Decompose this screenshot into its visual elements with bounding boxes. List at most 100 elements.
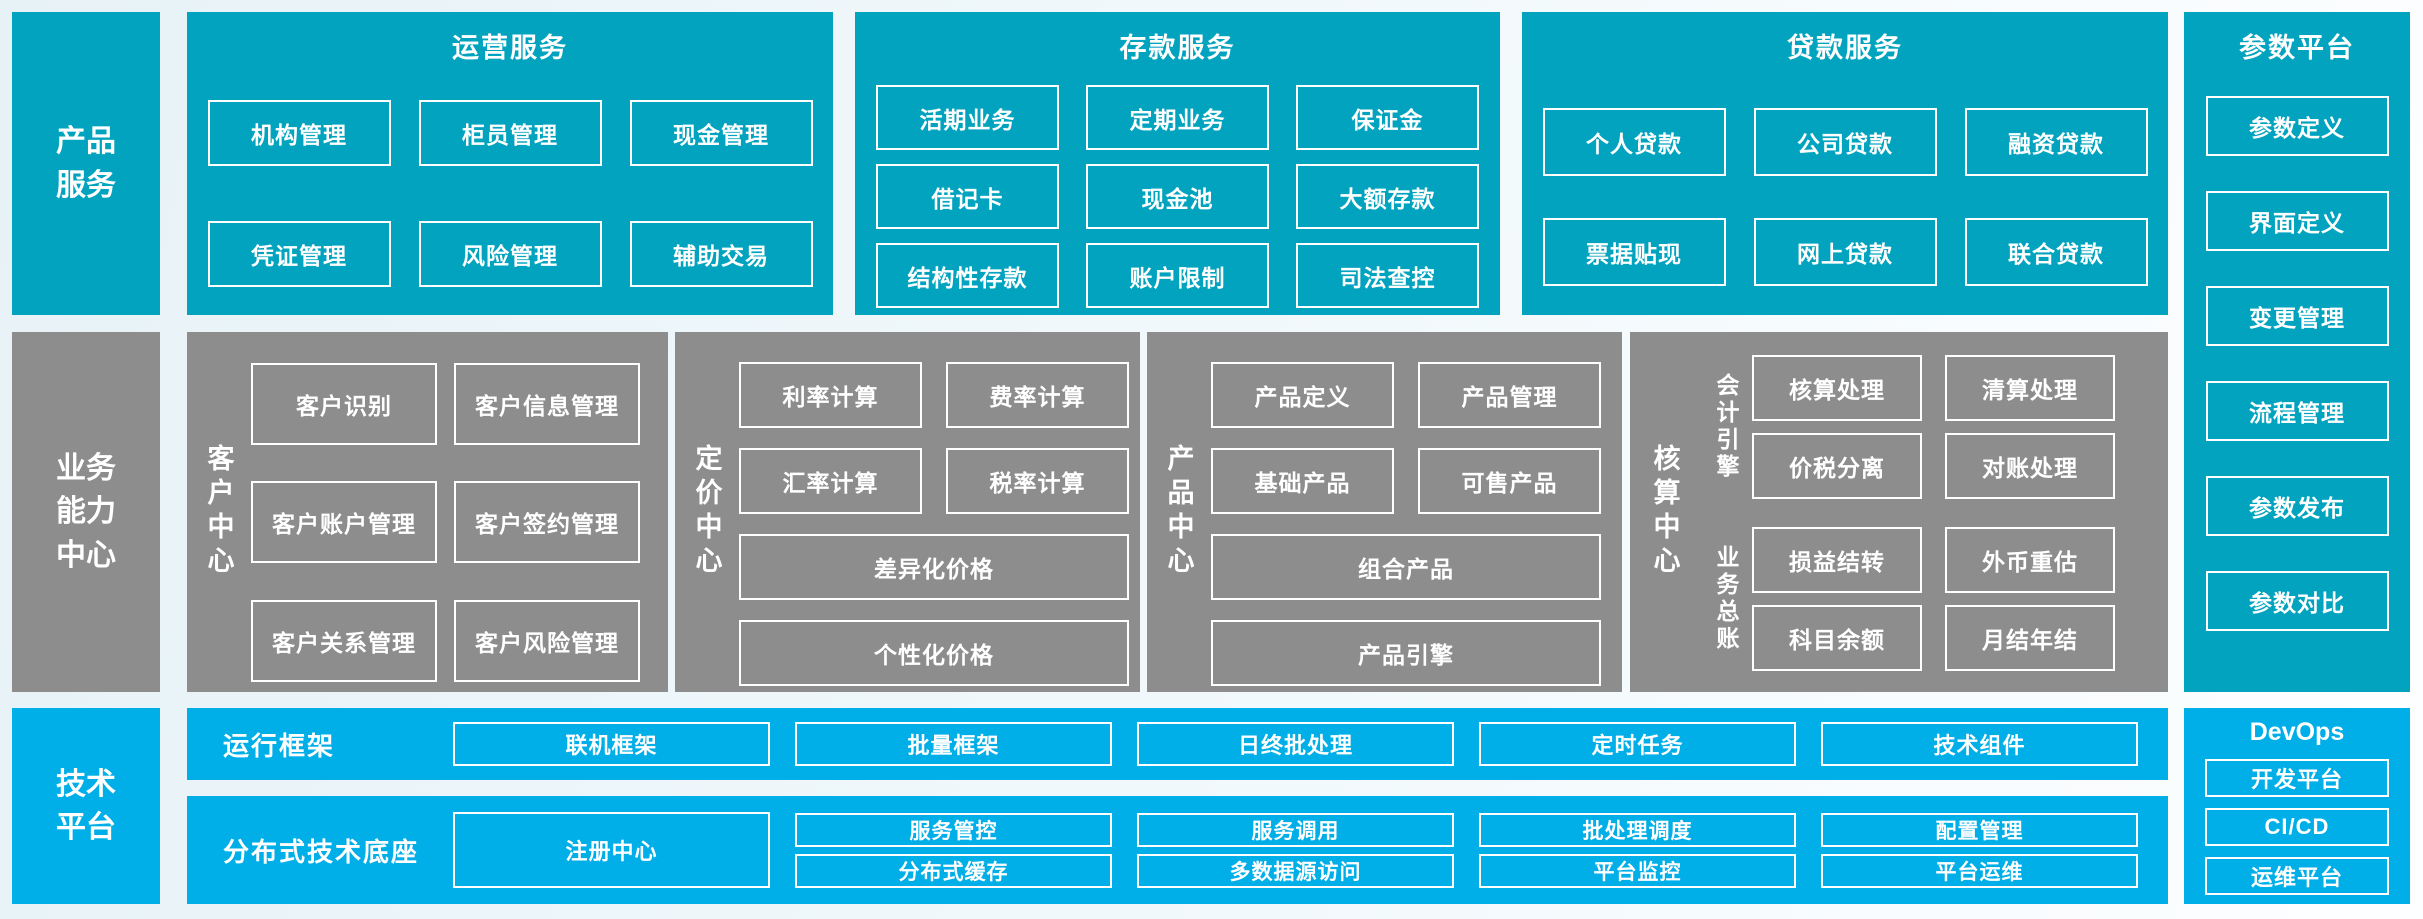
devops-title: DevOps — [2249, 718, 2345, 746]
customer-center-label: 客户中心 — [203, 444, 234, 580]
panel-parameter-platform: 参数平台 参数定义 界面定义 变更管理 流程管理 参数发布 参数对比 — [2184, 12, 2410, 692]
sidebar-tech-platform: 技术平台 — [12, 708, 160, 904]
panel-product-center: 产品中心 产品定义 产品管理 基础产品 可售产品 组合产品 产品引擎 — [1147, 332, 1622, 692]
panel-operations-services: 运营服务 机构管理 柜员管理 现金管理 凭证管理 风险管理 辅助交易 — [187, 12, 833, 315]
module-box: 多数据源访问 — [1137, 853, 1454, 888]
module-box: 月结年结 — [1945, 605, 2115, 671]
sidebar-tech-platform-label: 技术平台 — [56, 767, 116, 845]
module-box: 公司贷款 — [1753, 108, 1937, 176]
module-box: 税率计算 — [946, 448, 1129, 514]
module-box: 平台运维 — [1821, 853, 2138, 888]
module-box: 对账处理 — [1945, 433, 2115, 499]
operations-grid: 机构管理 柜员管理 现金管理 凭证管理 风险管理 辅助交易 — [187, 100, 833, 287]
distributed-base-label: 分布式技术底座 — [223, 836, 420, 867]
runtime-boxes: 联机框架 批量框架 日终批处理 定时任务 技术组件 — [453, 722, 2138, 766]
accounting-engine-label: 会计引擎 — [1713, 373, 1739, 481]
loan-grid: 个人贷款 公司贷款 融资贷款 票据贴现 网上贷款 联合贷款 — [1522, 108, 2168, 286]
module-box: 定期业务 — [1086, 85, 1269, 150]
module-box: 客户签约管理 — [454, 481, 640, 564]
module-box: 现金池 — [1086, 164, 1269, 229]
product-grid: 产品定义 产品管理 基础产品 可售产品 组合产品 产品引擎 — [1211, 362, 1601, 692]
module-box: 汇率计算 — [739, 448, 922, 514]
module-box: 网上贷款 — [1753, 218, 1937, 286]
module-box: 客户账户管理 — [251, 481, 437, 564]
module-box: 价税分离 — [1752, 433, 1922, 499]
module-box: 运维平台 — [2205, 857, 2389, 895]
module-box: 借记卡 — [876, 164, 1059, 229]
module-box: 损益结转 — [1752, 527, 1922, 593]
module-box: 参数发布 — [2205, 476, 2389, 536]
module-box: 参数定义 — [2205, 96, 2389, 156]
sidebar-product-services-label: 产品服务 — [56, 125, 116, 202]
distributed-boxes: 注册中心 服务管控 分布式缓存 服务调用 多数据源访问 批处理调度 平台监控 配… — [453, 812, 2138, 888]
module-box: 开发平台 — [2205, 759, 2389, 797]
sidebar-product-services: 产品服务 — [12, 12, 160, 315]
module-box: CI/CD — [2205, 808, 2389, 846]
module-box: 柜员管理 — [418, 100, 602, 166]
devops-stack: 开发平台 CI/CD 运维平台 — [2184, 759, 2410, 895]
pricing-grid: 利率计算 费率计算 汇率计算 税率计算 差异化价格 个性化价格 — [739, 362, 1129, 692]
module-box: 服务管控 — [795, 812, 1112, 847]
parameter-stack: 参数定义 界面定义 变更管理 流程管理 参数发布 参数对比 — [2184, 96, 2410, 631]
module-box: 融资贷款 — [1964, 108, 2148, 176]
parameter-title: 参数平台 — [2239, 33, 2355, 63]
module-box: 定时任务 — [1479, 722, 1796, 766]
module-box: 联机框架 — [453, 722, 770, 766]
module-box: 核算处理 — [1752, 355, 1922, 421]
sidebar-business-capability-label: 业务能力中心 — [56, 451, 116, 572]
module-box: 组合产品 — [1211, 534, 1601, 600]
module-box: 个人贷款 — [1542, 108, 1726, 176]
product-center-label: 产品中心 — [1163, 444, 1194, 580]
panel-distributed-base: 分布式技术底座 注册中心 服务管控 分布式缓存 服务调用 多数据源访问 批处理调… — [187, 796, 2168, 904]
accounting-engine-group: 会计引擎 核算处理 清算处理 价税分离 对账处理 — [1700, 355, 2115, 499]
module-box: 活期业务 — [876, 85, 1059, 150]
module-box: 变更管理 — [2205, 286, 2389, 346]
panel-devops: DevOps 开发平台 CI/CD 运维平台 — [2184, 708, 2410, 904]
module-box: 清算处理 — [1945, 355, 2115, 421]
business-ledger-label: 业务总账 — [1713, 545, 1739, 653]
module-box: 产品引擎 — [1211, 620, 1601, 686]
pricing-center-label: 定价中心 — [691, 444, 722, 580]
panel-customer-center: 客户中心 客户识别 客户信息管理 客户账户管理 客户签约管理 客户关系管理 客户… — [187, 332, 668, 692]
module-box: 差异化价格 — [739, 534, 1129, 600]
module-box: 参数对比 — [2205, 571, 2389, 631]
panel-accounting-center: 核算中心 会计引擎 核算处理 清算处理 价税分离 对账处理 业务总账 损 — [1630, 332, 2168, 692]
module-box: 机构管理 — [207, 100, 391, 166]
deposit-grid: 活期业务 定期业务 保证金 借记卡 现金池 大额存款 结构性存款 账户限制 司法… — [855, 85, 1500, 308]
module-box: 界面定义 — [2205, 191, 2389, 251]
module-box: 凭证管理 — [207, 221, 391, 287]
module-box: 配置管理 — [1821, 812, 2138, 847]
module-box: 大额存款 — [1296, 164, 1479, 229]
module-box: 注册中心 — [453, 812, 770, 888]
module-box: 风险管理 — [418, 221, 602, 287]
module-box: 分布式缓存 — [795, 853, 1112, 888]
accounting-content: 会计引擎 核算处理 清算处理 价税分离 对账处理 业务总账 损益结转 外币重估 … — [1700, 355, 2115, 692]
module-box: 产品定义 — [1211, 362, 1394, 428]
module-box: 客户信息管理 — [454, 363, 640, 445]
module-box: 个性化价格 — [739, 620, 1129, 686]
loan-title: 贷款服务 — [1787, 33, 1903, 63]
module-box: 科目余额 — [1752, 605, 1922, 671]
module-box: 服务调用 — [1137, 812, 1454, 847]
module-box: 辅助交易 — [629, 221, 813, 287]
panel-loan-services: 贷款服务 个人贷款 公司贷款 融资贷款 票据贴现 网上贷款 联合贷款 — [1522, 12, 2168, 315]
module-box: 客户关系管理 — [251, 599, 437, 682]
deposit-title: 存款服务 — [1119, 33, 1236, 63]
module-box: 技术组件 — [1821, 722, 2138, 766]
panel-pricing-center: 定价中心 利率计算 费率计算 汇率计算 税率计算 差异化价格 个性化价格 — [675, 332, 1140, 692]
module-box: 结构性存款 — [876, 243, 1059, 308]
accounting-center-label: 核算中心 — [1649, 444, 1680, 580]
module-box: 基础产品 — [1211, 448, 1394, 514]
module-box: 司法查控 — [1296, 243, 1479, 308]
module-box: 费率计算 — [946, 362, 1129, 428]
customer-grid: 客户识别 客户信息管理 客户账户管理 客户签约管理 客户关系管理 客户风险管理 — [251, 363, 640, 692]
module-box: 外币重估 — [1945, 527, 2115, 593]
module-box: 票据贴现 — [1542, 218, 1726, 286]
module-box: 保证金 — [1296, 85, 1479, 150]
module-box: 现金管理 — [629, 100, 813, 166]
module-box: 批处理调度 — [1479, 812, 1796, 847]
module-box: 产品管理 — [1418, 362, 1601, 428]
module-box: 平台监控 — [1479, 853, 1796, 888]
runtime-framework-label: 运行框架 — [223, 730, 336, 761]
